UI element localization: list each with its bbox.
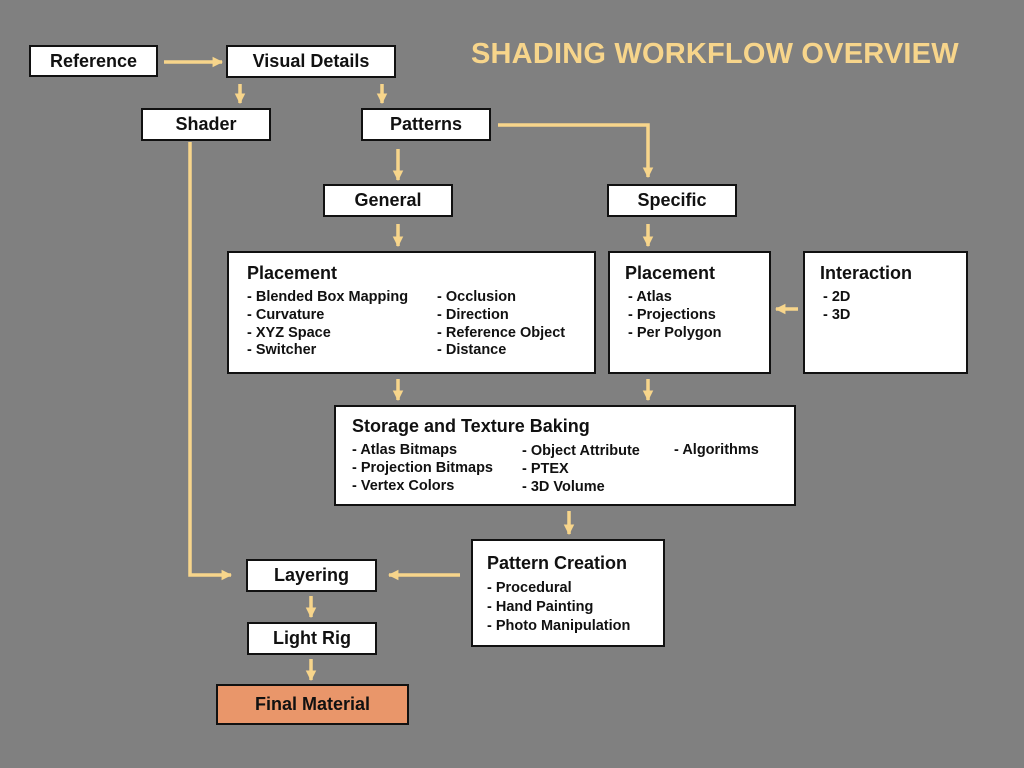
patterns-node: Patterns <box>361 108 491 141</box>
final-material-node: Final Material <box>216 684 409 725</box>
list-item: - Object Attribute <box>522 443 640 459</box>
interaction-list: - 2D - 3D <box>823 289 850 325</box>
patterns-label: Patterns <box>389 114 463 134</box>
list-item: - Curvature <box>247 306 325 323</box>
storage-list-3: - Algorithms <box>674 442 759 460</box>
interaction-title: Interaction <box>820 263 913 283</box>
list-item: - XYZ Space <box>247 324 331 341</box>
interaction-node: Interaction - 2D - 3D <box>803 251 968 374</box>
specific-node: Specific <box>607 184 737 217</box>
layering-node: Layering <box>246 559 377 592</box>
layering-label: Layering <box>273 565 350 585</box>
list-item: - 2D <box>823 289 851 305</box>
arrow-patterns-to-specific <box>498 123 654 179</box>
shader-node: Shader <box>141 108 271 141</box>
list-item: - Photo Manipulation <box>487 618 631 634</box>
arrow-shader-to-layering <box>188 142 233 581</box>
list-item: - Atlas Bitmaps <box>352 442 458 458</box>
storage-list-1: - Atlas Bitmaps - Projection Bitmaps - V… <box>352 442 493 495</box>
list-item: - Switcher <box>247 342 317 359</box>
list-item: - Blended Box Mapping <box>247 289 409 305</box>
reference-node: Reference <box>29 45 158 77</box>
visual-details-node: Visual Details <box>226 45 396 78</box>
placement-general-list-2: - Occlusion - Direction - Reference Obje… <box>437 289 565 360</box>
list-item: - Per Polygon <box>628 324 722 341</box>
light-rig-label: Light Rig <box>273 628 351 648</box>
list-item: - Occlusion <box>437 289 516 305</box>
list-item: - 3D <box>823 306 851 323</box>
placement-general-node: Placement - Blended Box Mapping - Curvat… <box>227 251 596 374</box>
list-item: - Reference Object <box>437 324 566 341</box>
storage-title: Storage and Texture Baking <box>352 416 590 436</box>
placement-specific-list: - Atlas - Projections - Per Polygon <box>628 289 721 342</box>
general-label: General <box>354 190 422 210</box>
final-material-label: Final Material <box>254 694 371 714</box>
pattern-creation-list: - Procedural - Hand Painting - Photo Man… <box>487 579 630 636</box>
list-item: - Atlas <box>628 289 672 305</box>
storage-node: Storage and Texture Baking - Atlas Bitma… <box>334 405 796 506</box>
visual-details-label: Visual Details <box>252 51 370 71</box>
list-item: - Procedural <box>487 580 572 596</box>
list-item: - Projection Bitmaps <box>352 459 493 476</box>
diagram-title: SHADING WORKFLOW OVERVIEW <box>471 38 959 70</box>
pattern-creation-title: Pattern Creation <box>487 553 628 573</box>
pattern-creation-node: Pattern Creation - Procedural - Hand Pai… <box>471 539 665 647</box>
shader-label: Shader <box>175 114 237 134</box>
light-rig-node: Light Rig <box>247 622 377 655</box>
placement-general-title: Placement <box>247 263 338 283</box>
list-item: - Distance <box>437 342 507 359</box>
placement-specific-title: Placement <box>625 263 716 283</box>
placement-general-list-1: - Blended Box Mapping - Curvature - XYZ … <box>247 289 408 360</box>
list-item: - Vertex Colors <box>352 477 455 494</box>
list-item: - Projections <box>628 306 716 323</box>
list-item: - Direction <box>437 306 509 323</box>
list-item: - Algorithms <box>674 442 759 458</box>
specific-label: Specific <box>637 190 707 210</box>
general-node: General <box>323 184 453 217</box>
list-item: - PTEX <box>522 460 569 477</box>
list-item: - 3D Volume <box>522 478 605 495</box>
storage-list-2: - Object Attribute - PTEX - 3D Volume <box>522 443 640 496</box>
list-item: - Hand Painting <box>487 599 594 615</box>
placement-specific-node: Placement - Atlas - Projections - Per Po… <box>608 251 771 374</box>
reference-label: Reference <box>49 50 138 71</box>
